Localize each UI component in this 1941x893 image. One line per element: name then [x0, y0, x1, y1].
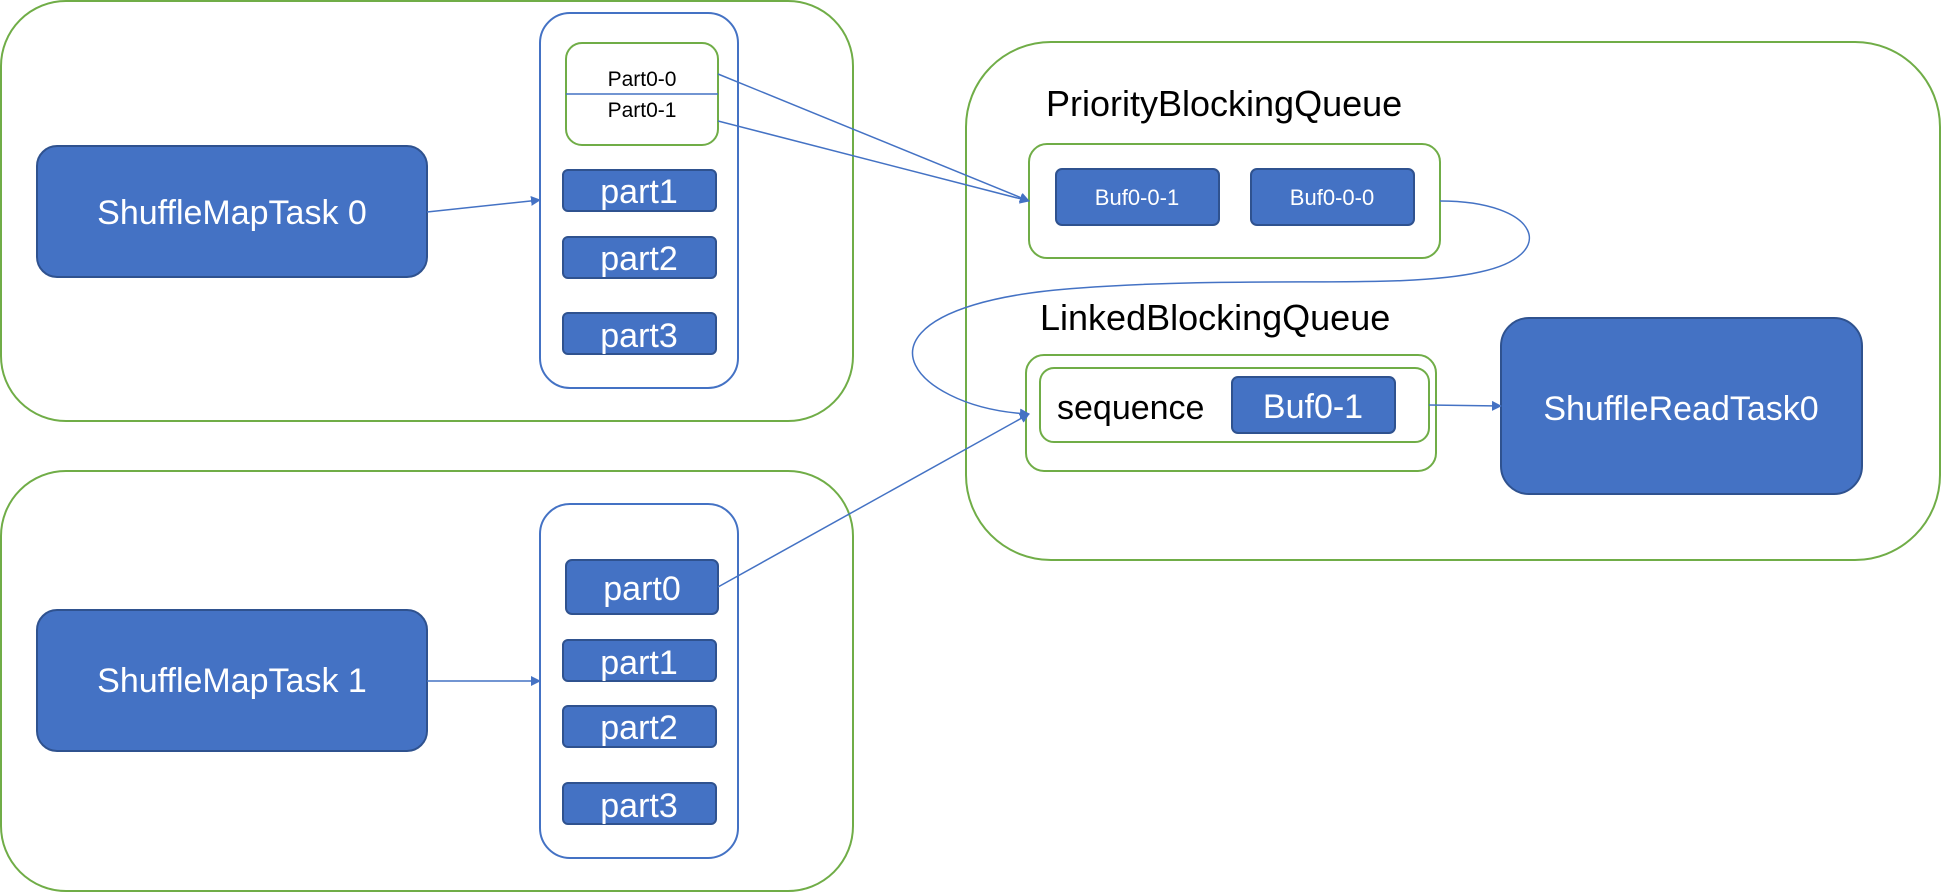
arrow-part0-to-linked-queue — [717, 413, 1030, 588]
arrow-part0-0-to-priority-queue — [717, 73, 1030, 203]
map-task-1-part0-label: part0 — [603, 570, 681, 608]
split-partition-bottom-label: Part0-1 — [608, 99, 677, 122]
map-task-1-part1-label: part1 — [600, 644, 678, 682]
map-task-1-group — [0, 470, 854, 892]
split-partition-top-label: Part0-0 — [608, 68, 677, 91]
priority-buffer-0-box[interactable] — [1055, 168, 1220, 226]
map-task-0-part2-label: part2 — [600, 240, 678, 278]
map-task-0-label: ShuffleMapTask 0 — [97, 194, 367, 232]
priority-buffer-0-label: Buf0-0-1 — [1095, 185, 1179, 210]
map-task-1-part3-box[interactable] — [562, 782, 717, 825]
linked-buffer-label: Buf0-1 — [1263, 388, 1363, 426]
read-task-label: ShuffleReadTask0 — [1543, 390, 1818, 428]
map-task-0-part1-box[interactable] — [562, 169, 717, 212]
map-task-0-part3-label: part3 — [600, 317, 678, 355]
arrow-part0-1-to-priority-queue — [717, 120, 1030, 204]
priority-buffer-1-box[interactable] — [1250, 168, 1415, 226]
map-task-1-part3-label: part3 — [600, 787, 678, 825]
map-task-1-part2-label: part2 — [600, 709, 678, 747]
arrow-priority-queue-to-linked-queue — [911, 200, 1531, 419]
priority-queue-title: PriorityBlockingQueue — [1046, 83, 1402, 124]
map-task-0-group — [0, 0, 854, 422]
map-task-0-part1-label: part1 — [600, 173, 678, 211]
linked-buffer-box[interactable] — [1231, 376, 1396, 434]
reduce-side-group — [965, 41, 1941, 561]
priority-buffer-1-label: Buf0-0-0 — [1290, 185, 1374, 210]
arrow-map-task-0-to-partitions — [426, 195, 541, 213]
map-task-0-part3-box[interactable] — [562, 312, 717, 355]
arrow-linked-queue-to-read-task — [1428, 400, 1502, 411]
sequence-label: sequence — [1057, 389, 1204, 427]
map-task-1-part1-box[interactable] — [562, 639, 717, 682]
linked-queue-title: LinkedBlockingQueue — [1040, 297, 1390, 338]
map-task-1-label: ShuffleMapTask 1 — [97, 662, 367, 700]
map-task-0-part2-box[interactable] — [562, 236, 717, 279]
map-task-1-part2-box[interactable] — [562, 705, 717, 748]
